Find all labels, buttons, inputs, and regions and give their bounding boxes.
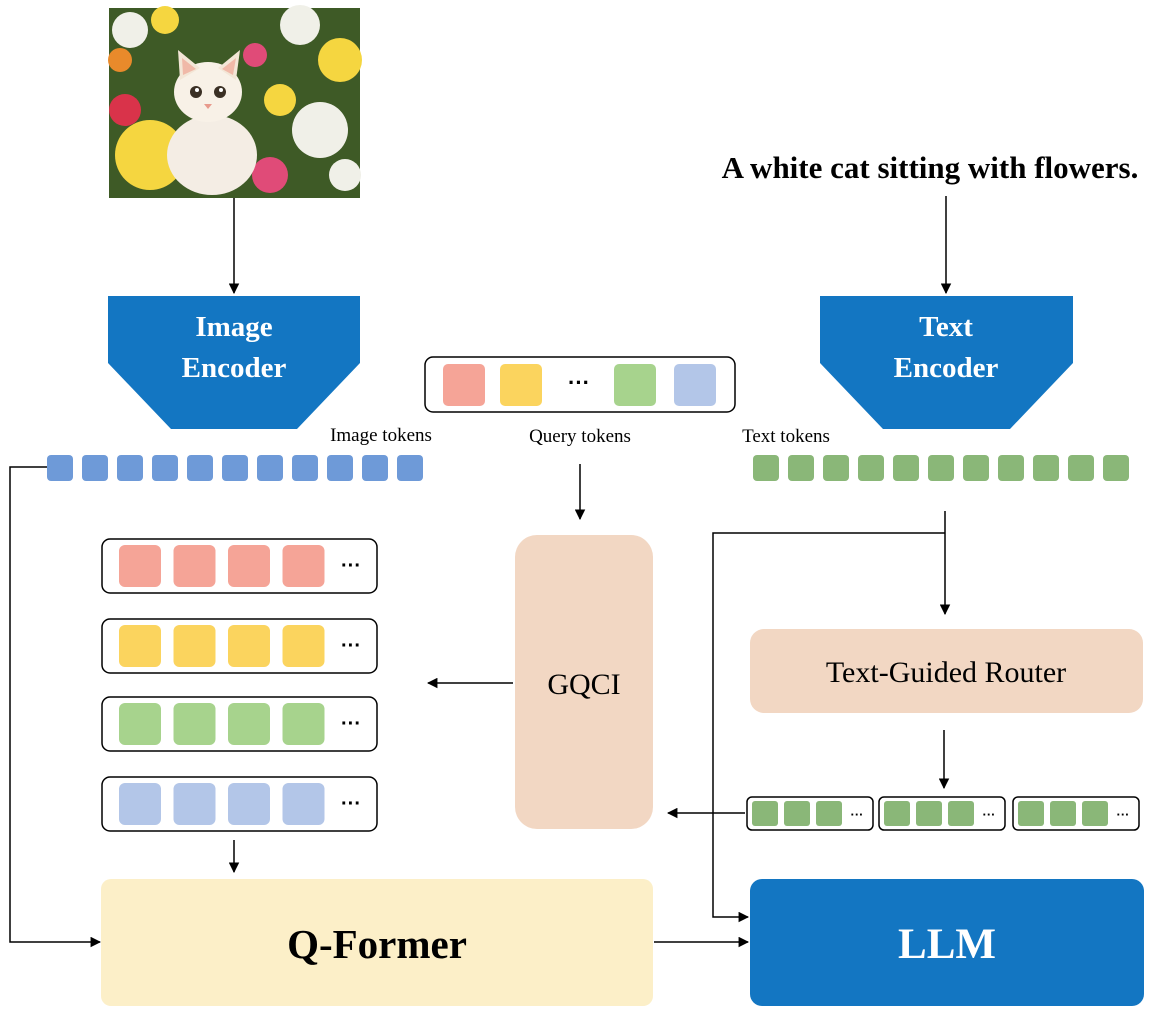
query-token [173, 545, 216, 587]
image-token [397, 455, 423, 481]
qformer-label: Q-Former [287, 921, 467, 967]
routed-text-token [816, 801, 842, 826]
image-token [82, 455, 108, 481]
routed-text-token [916, 801, 942, 826]
text-token [963, 455, 989, 481]
text-encoder-label-2: Encoder [894, 352, 999, 384]
arrow-image-tokens-to-qformer [9, 466, 102, 948]
image-token [117, 455, 143, 481]
query-token [228, 783, 270, 825]
text-token [753, 455, 779, 481]
arrow-text-to-llm [712, 532, 945, 923]
query-tokens-box: ··· [424, 356, 736, 413]
query-tokens-ellipsis: ··· [568, 370, 590, 395]
query-token [282, 625, 325, 667]
routed-group: ··· [1012, 796, 1140, 831]
text-token [788, 455, 814, 481]
image-token [222, 455, 248, 481]
routed-text-token [752, 801, 778, 826]
text-token [998, 455, 1024, 481]
gqci-module: GQCI [515, 535, 653, 829]
routed-text-token [884, 801, 910, 826]
query-group-ellipsis: ··· [341, 713, 361, 735]
image-token-row [47, 455, 423, 481]
query-group-ellipsis: ··· [341, 793, 361, 815]
text-encoder: Text Encoder [820, 296, 1073, 429]
routed-text-token [1018, 801, 1044, 826]
routed-group-ellipsis: ··· [851, 807, 864, 822]
image-encoder-label-2: Encoder [182, 352, 287, 384]
routed-text-token [784, 801, 810, 826]
image-token [152, 455, 178, 481]
router-label: Text-Guided Router [826, 656, 1066, 689]
query-token [228, 625, 270, 667]
text-token [1103, 455, 1129, 481]
text-token [858, 455, 884, 481]
query-token [282, 703, 325, 745]
query-group-row: ··· [101, 696, 378, 752]
query-group-ellipsis: ··· [341, 555, 361, 577]
query-token [119, 703, 161, 745]
text-encoder-label-1: Text [919, 311, 973, 343]
query-token [119, 625, 161, 667]
image-tokens-label: Image tokens [330, 425, 432, 446]
image-token [257, 455, 283, 481]
routed-group-ellipsis: ··· [1117, 807, 1130, 822]
query-group-row: ··· [101, 776, 378, 832]
text-guided-router: Text-Guided Router [750, 629, 1143, 713]
query-token [173, 783, 216, 825]
llm-module: LLM [750, 879, 1144, 1006]
query-group-ellipsis: ··· [341, 635, 361, 657]
query-token [282, 545, 325, 587]
query-token [173, 703, 216, 745]
image-encoder-label-1: Image [195, 311, 272, 343]
routed-text-token [948, 801, 974, 826]
query-group-row: ··· [101, 618, 378, 674]
routed-group: ··· [746, 796, 874, 831]
caption-text: A white cat sitting with flowers. [722, 150, 1139, 185]
text-token [1033, 455, 1059, 481]
routed-text-groups: ··· ··· ··· [746, 796, 1140, 831]
query-token [228, 545, 270, 587]
image-encoder: Image Encoder [108, 296, 360, 429]
text-token [893, 455, 919, 481]
text-token [1068, 455, 1094, 481]
routed-group-ellipsis: ··· [983, 807, 996, 822]
query-token [228, 703, 270, 745]
routed-text-token [1082, 801, 1108, 826]
text-token [823, 455, 849, 481]
text-tokens-label: Text tokens [742, 426, 830, 447]
query-tokens-label: Query tokens [529, 426, 631, 447]
image-token [292, 455, 318, 481]
text-token-row [753, 455, 1129, 481]
query-token [173, 625, 216, 667]
query-token [119, 545, 161, 587]
image-token [362, 455, 388, 481]
query-group-row: ··· [101, 538, 378, 594]
routed-group: ··· [878, 796, 1006, 831]
query-token [119, 783, 161, 825]
image-token [327, 455, 353, 481]
cat-photo [108, 5, 362, 198]
grouped-query-boxes: ··· ··· ··· ··· [101, 538, 378, 832]
qformer-module: Q-Former [101, 879, 653, 1006]
query-token [282, 783, 325, 825]
routed-text-token [1050, 801, 1076, 826]
text-token [928, 455, 954, 481]
image-token [187, 455, 213, 481]
llm-label: LLM [898, 921, 996, 968]
gqci-label: GQCI [547, 668, 620, 701]
image-token [47, 455, 73, 481]
